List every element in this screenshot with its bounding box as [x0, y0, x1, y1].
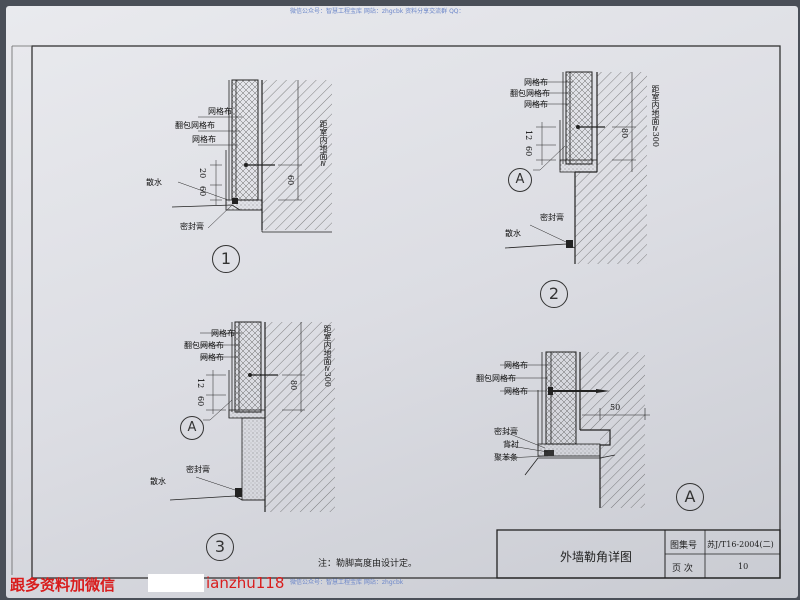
d1-dim-upper: 20 [198, 168, 207, 179]
d2-mesh-wrap: 翻包网格布 [510, 89, 550, 98]
da-foam: 聚苯条 [494, 453, 518, 462]
d3-mesh-outer: 网格布 [211, 329, 235, 338]
d1-dim-lower: 60 [198, 186, 207, 197]
d2-ref-a: A [508, 168, 532, 192]
d2-dim-lower: 60 [524, 146, 533, 157]
d1-sealant: 密封膏 [180, 222, 204, 231]
da-dim: 50 [610, 403, 621, 412]
d1-mesh-wrap: 翻包网格布 [175, 121, 215, 130]
design-note: 注：勒脚高度由设计定。 [318, 559, 418, 569]
d2-dim-side: 80 [620, 128, 629, 139]
d2-dim-upper: 12 [524, 130, 533, 141]
d3-dim-upper: 12 [196, 378, 205, 389]
footer-promo: 跟多资料加微信 [10, 576, 116, 594]
da-mesh-inner: 网格布 [504, 387, 528, 396]
da-sealant: 密封膏 [494, 427, 518, 436]
d1-mesh-outer: 网格布 [208, 107, 232, 116]
da-ref-circle: A [676, 483, 704, 511]
drawing-sheet [6, 6, 798, 598]
d1-drainage: 散水 [146, 178, 162, 187]
d3-mesh-inner: 网格布 [200, 353, 224, 362]
d3-drainage: 散水 [150, 477, 166, 486]
d3-mesh-wrap: 翻包网格布 [184, 341, 224, 350]
detail-1 [171, 79, 332, 233]
watermark-top: 微信公众号：智慧工程宝库 网站：zhgcbk 资料分享交流群 QQ： [290, 8, 465, 15]
drawing-frame [31, 45, 781, 579]
d1-mesh-inner: 网格布 [192, 135, 216, 144]
d3-dim-lower: 60 [196, 396, 205, 407]
d2-mesh-outer: 网格布 [524, 78, 548, 87]
d1-dim-side: 60 [286, 175, 295, 186]
da-mesh-outer: 网格布 [504, 361, 528, 370]
title-block-title: 外墙勒角详图 [560, 550, 633, 564]
d2-drainage: 散水 [505, 229, 521, 238]
atlas-label: 图集号 [670, 541, 698, 551]
page-value: 10 [738, 562, 749, 571]
d2-number-circle: 2 [540, 280, 568, 308]
d1-indoor-floor: 距室内地面≥ [319, 120, 328, 167]
d3-ref-a: A [180, 416, 204, 440]
d1-number-circle: 1 [212, 245, 240, 273]
redacted-box [148, 574, 204, 592]
watermark-bottom: 微信公众号：智慧工程宝库 网站：zhgcbk [290, 579, 404, 586]
d3-dim-side: 80 [289, 380, 298, 391]
detail-3 [169, 321, 335, 512]
d3-number-circle: 3 [206, 533, 234, 561]
detail-a [500, 351, 650, 508]
d2-mesh-inner: 网格布 [524, 100, 548, 109]
da-backing: 背衬 [503, 440, 519, 449]
detail-2 [504, 71, 647, 264]
page-label: 页 次 [672, 564, 693, 574]
d3-indoor-floor: 距室内地面≥300 [323, 325, 332, 387]
atlas-value: 苏J/T16-2004(二) [707, 540, 774, 549]
d3-sealant: 密封膏 [186, 465, 210, 474]
footer-id: ianzhu118 [206, 574, 285, 592]
d2-indoor-floor: 距室内地面≥300 [651, 85, 660, 147]
d2-sealant: 密封膏 [540, 213, 564, 222]
da-mesh-wrap: 翻包网格布 [476, 374, 516, 383]
title-block-frame [496, 529, 781, 579]
